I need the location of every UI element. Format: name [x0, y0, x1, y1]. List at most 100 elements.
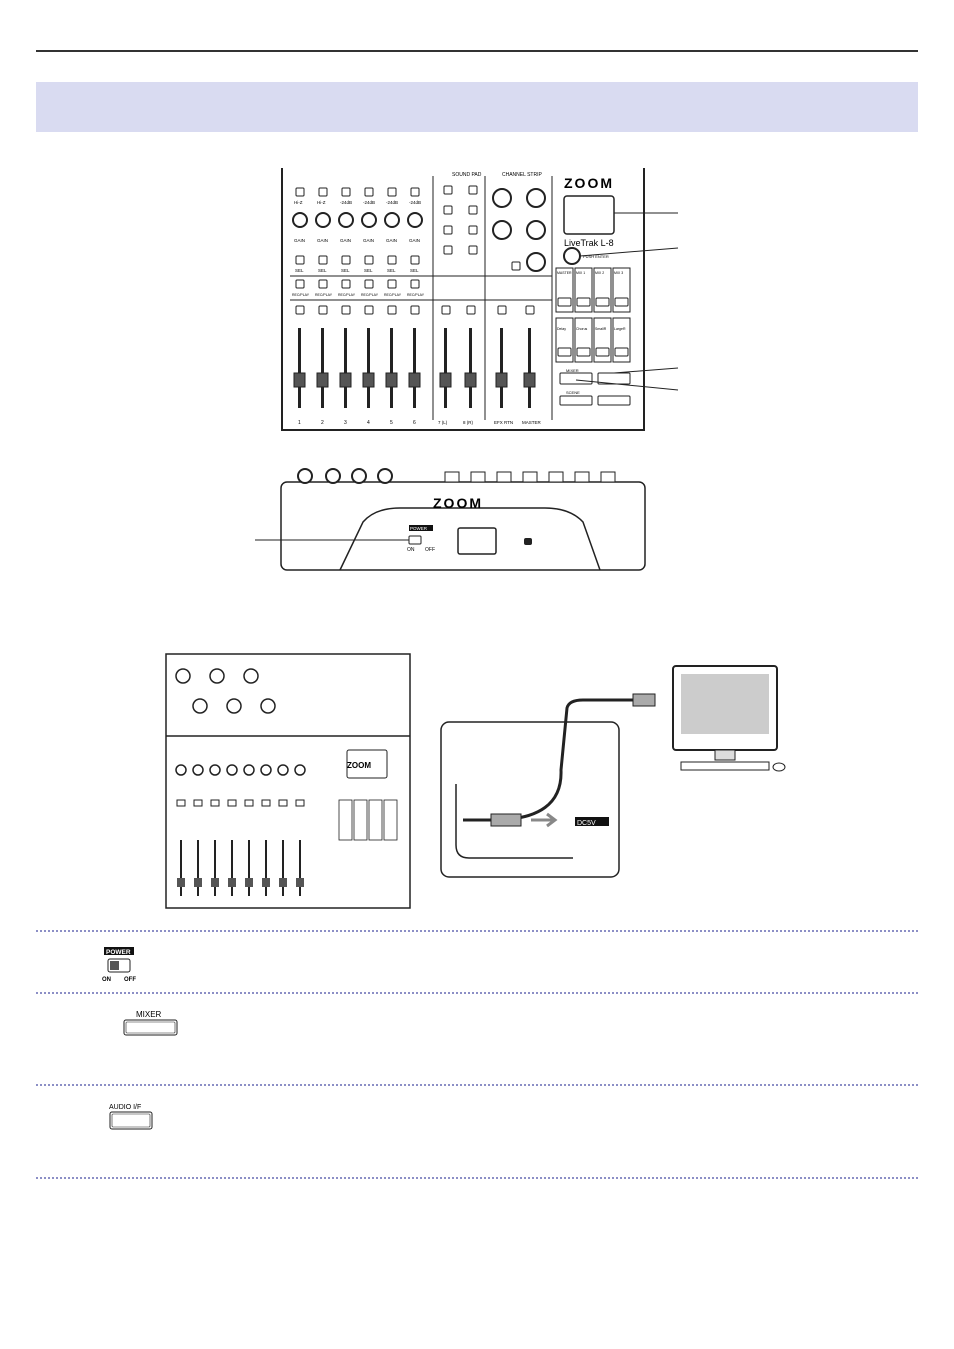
fader-cap[interactable]: [362, 372, 375, 388]
mute-button[interactable]: [525, 305, 535, 315]
scene-button[interactable]: [559, 395, 593, 406]
sound-pad-button[interactable]: [468, 205, 478, 215]
gain-label: GAIN: [409, 238, 420, 243]
mute-button[interactable]: [341, 305, 351, 315]
sound-pad-button[interactable]: [443, 245, 453, 255]
front-knob[interactable]: [297, 468, 313, 484]
mute-button[interactable]: [497, 305, 507, 315]
fader-cap[interactable]: [339, 372, 352, 388]
impedance-button[interactable]: [410, 187, 420, 197]
fader-cap[interactable]: [523, 372, 536, 388]
front-power-switch[interactable]: [408, 535, 422, 545]
row-divider-1: [36, 930, 918, 932]
audio-if-icon-button[interactable]: [109, 1111, 153, 1130]
mini-fader-track: [282, 840, 284, 896]
mute-button[interactable]: [466, 305, 476, 315]
sound-pad-button[interactable]: [468, 245, 478, 255]
impedance-button[interactable]: [318, 187, 328, 197]
mute-button[interactable]: [387, 305, 397, 315]
fader-cap[interactable]: [316, 372, 329, 388]
gain-knob[interactable]: [292, 212, 308, 228]
fader-cap[interactable]: [495, 372, 508, 388]
mute-button[interactable]: [295, 305, 305, 315]
front-jack: [522, 471, 538, 483]
power-off-label: OFF: [124, 977, 136, 983]
dc-port-tag: [575, 817, 609, 826]
fader-cap[interactable]: [293, 372, 306, 388]
impedance-button[interactable]: [364, 187, 374, 197]
sel-button[interactable]: [410, 255, 420, 265]
mini-gain-knob: [192, 764, 204, 776]
callout-line-audio-if: [613, 367, 679, 374]
channel-strip-knob[interactable]: [526, 220, 546, 240]
mini-fader-track: [180, 840, 182, 896]
fader-cap[interactable]: [439, 372, 452, 388]
rec-play-label: REC/PLAY: [315, 293, 333, 297]
mute-button[interactable]: [318, 305, 328, 315]
gain-knob[interactable]: [315, 212, 331, 228]
fader-cap[interactable]: [385, 372, 398, 388]
transport-key[interactable]: [614, 347, 629, 357]
lock-slot-icon: [524, 538, 532, 545]
gain-label: GAIN: [340, 238, 351, 243]
transport-key[interactable]: [557, 347, 572, 357]
sel-button[interactable]: [295, 255, 305, 265]
transport-key[interactable]: [576, 347, 591, 357]
fader-track: [367, 328, 370, 408]
mute-button[interactable]: [410, 305, 420, 315]
channel-strip-knob[interactable]: [492, 188, 512, 208]
rec-play-button[interactable]: [364, 279, 374, 289]
section-header-band: [36, 82, 918, 132]
rec-play-button[interactable]: [410, 279, 420, 289]
mini-fader-cap: [228, 878, 236, 887]
sel-button[interactable]: [364, 255, 374, 265]
sel-button[interactable]: [318, 255, 328, 265]
channel-strip-knob[interactable]: [526, 252, 546, 272]
fader-track: [344, 328, 347, 408]
gain-knob[interactable]: [361, 212, 377, 228]
channel-number: EFX RTN: [494, 420, 513, 425]
recorder-button[interactable]: [597, 395, 631, 406]
mute-button[interactable]: [364, 305, 374, 315]
front-knob[interactable]: [351, 468, 367, 484]
fader-cap[interactable]: [408, 372, 421, 388]
sound-pad-button[interactable]: [468, 225, 478, 235]
front-jack: [600, 471, 616, 483]
impedance-button[interactable]: [387, 187, 397, 197]
sel-button[interactable]: [341, 255, 351, 265]
impedance-button[interactable]: [341, 187, 351, 197]
menu-key[interactable]: [576, 297, 591, 307]
channel-strip-knob[interactable]: [526, 188, 546, 208]
transport-key[interactable]: [595, 347, 610, 357]
gain-knob[interactable]: [384, 212, 400, 228]
parameter-knob[interactable]: [563, 247, 581, 265]
rec-play-button[interactable]: [295, 279, 305, 289]
usb-cable: [463, 698, 633, 822]
rec-play-button[interactable]: [318, 279, 328, 289]
fader-cap[interactable]: [464, 372, 477, 388]
rec-play-button[interactable]: [387, 279, 397, 289]
channel-number: 3: [344, 420, 347, 426]
front-knob[interactable]: [325, 468, 341, 484]
front-knob[interactable]: [377, 468, 393, 484]
gain-knob[interactable]: [338, 212, 354, 228]
mixer-icon-button[interactable]: [123, 1019, 178, 1036]
channel-strip-knob[interactable]: [492, 220, 512, 240]
sound-pad-button[interactable]: [443, 185, 453, 195]
menu-key[interactable]: [595, 297, 610, 307]
mini-fader-track: [265, 840, 267, 896]
low-cut-button[interactable]: [511, 261, 521, 271]
mixer-button[interactable]: [559, 372, 593, 385]
sound-pad-button[interactable]: [443, 205, 453, 215]
mute-button[interactable]: [441, 305, 451, 315]
gain-knob[interactable]: [407, 212, 423, 228]
sel-button[interactable]: [387, 255, 397, 265]
impedance-button[interactable]: [295, 187, 305, 197]
sound-pad-button[interactable]: [443, 225, 453, 235]
menu-key[interactable]: [557, 297, 572, 307]
mini-button: [193, 799, 203, 807]
mini-button: [210, 799, 220, 807]
rec-play-button[interactable]: [341, 279, 351, 289]
menu-key[interactable]: [614, 297, 629, 307]
sound-pad-button[interactable]: [468, 185, 478, 195]
